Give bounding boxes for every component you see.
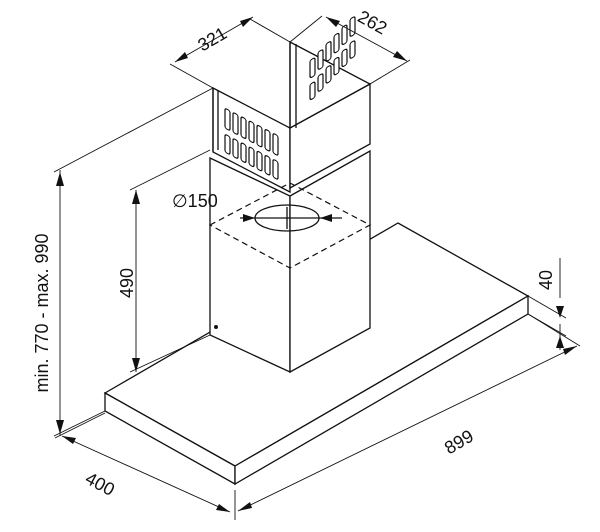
dimension-lines	[53, 15, 581, 520]
dim-hood-width: 899	[441, 426, 477, 458]
dim-chimney-depth: 262	[354, 6, 390, 38]
dim-chimney-width: 321	[194, 23, 230, 55]
screw-dot	[214, 325, 218, 329]
vent-slots-right	[309, 16, 356, 101]
dim-canopy-thickness: 40	[536, 270, 556, 290]
dim-chimney-height: 490	[117, 268, 137, 298]
upper-chimney	[212, 16, 372, 194]
vent-slots-left	[224, 108, 279, 180]
dim-hood-depth: 400	[82, 468, 118, 500]
dim-duct-diameter: ∅150	[172, 191, 218, 211]
lower-chimney-left-face	[209, 156, 291, 374]
lower-chimney	[209, 149, 371, 374]
duct-outline	[208, 182, 372, 269]
lower-chimney-right-face	[289, 149, 371, 374]
dim-total-height: min. 770 - max. 990	[32, 233, 52, 392]
